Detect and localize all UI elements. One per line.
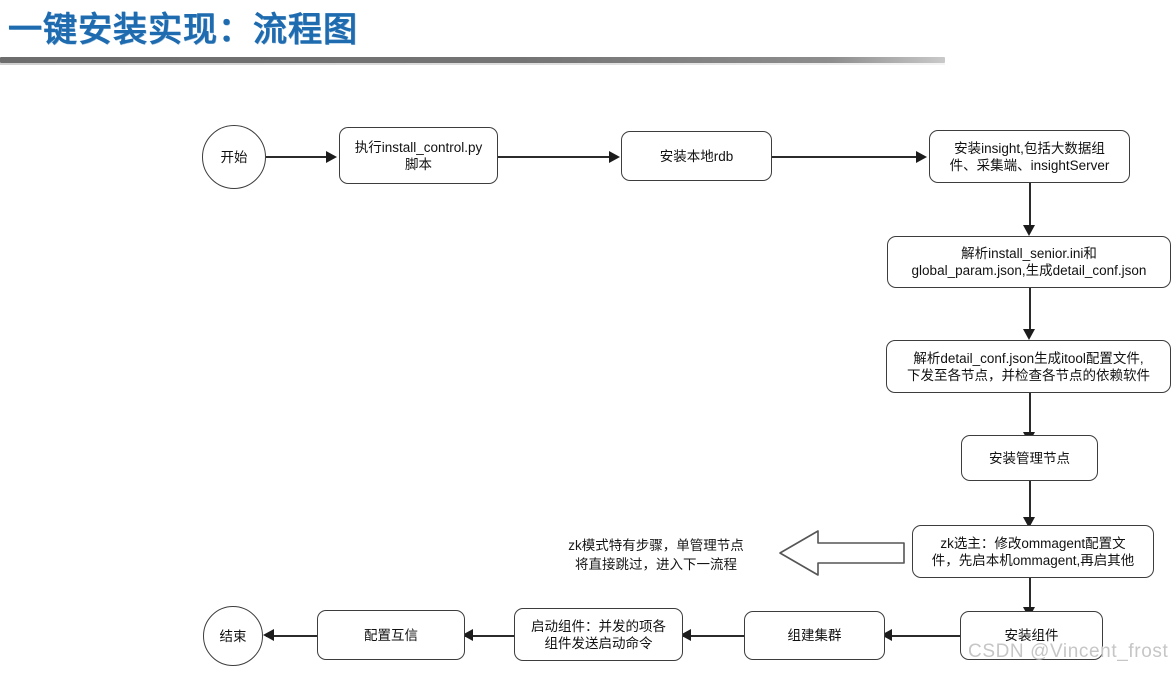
arrowhead-right-icon: [326, 151, 337, 163]
arrowhead-left-icon: [462, 629, 473, 641]
node-parse-conf[interactable]: 解析detail_conf.json生成itool配置文件, 下发至各节点，并检…: [886, 340, 1171, 393]
node-parse-ini[interactable]: 解析install_senior.ini和 global_param.json,…: [887, 236, 1171, 288]
node-build-cluster[interactable]: 组建集群: [744, 611, 885, 660]
watermark-label: CSDN @Vincent_frost: [968, 641, 1169, 662]
edge-start-comp-to-config-trust: [465, 635, 514, 637]
edge-install-rdb-to-install-insight: [772, 156, 918, 158]
node-install-comp[interactable]: 安装组件: [960, 611, 1103, 660]
annotation-block-arrow-left-icon: [778, 528, 906, 578]
title-divider: [0, 57, 945, 65]
node-zk-elect[interactable]: zk选主：修改ommagent配置文 件，先启本机ommagent,再启其他: [912, 525, 1154, 578]
node-config-trust[interactable]: 配置互信: [317, 610, 465, 660]
arrowhead-left-icon: [680, 629, 691, 641]
arrowhead-down-icon: [1023, 225, 1035, 236]
arrowhead-left-icon: [263, 629, 274, 641]
edge-parse-ini-to-parse-conf: [1029, 288, 1031, 331]
arrowhead-down-icon: [1023, 517, 1035, 528]
arrowhead-right-icon: [916, 151, 927, 163]
edge-run-script-to-install-rdb: [498, 156, 611, 158]
node-install-rdb[interactable]: 安装本地rdb: [621, 131, 772, 181]
node-install-mgmt[interactable]: 安装管理节点: [961, 435, 1098, 481]
node-start-comp[interactable]: 启动组件：并发的项各 组件发送启动命令: [514, 608, 683, 661]
edge-install-insight-to-parse-ini: [1029, 183, 1031, 227]
edge-start-to-run-script: [266, 156, 328, 158]
annotation-text: zk模式特有步骤，单管理节点 将直接跳过，进入下一流程: [568, 538, 744, 572]
edge-build-cluster-to-start-comp: [683, 635, 744, 637]
node-run-script[interactable]: 执行install_control.py 脚本: [339, 127, 498, 184]
page-title: 一键安装实现：流程图: [8, 11, 358, 49]
edge-parse-conf-to-install-mgmt: [1029, 393, 1031, 434]
arrowhead-right-icon: [609, 151, 620, 163]
edge-config-trust-to-end: [266, 635, 317, 637]
edge-zk-elect-to-install-comp: [1029, 578, 1031, 610]
arrowhead-down-icon: [1023, 329, 1035, 340]
node-start[interactable]: 开始: [202, 125, 266, 189]
node-install-insight[interactable]: 安装insight,包括大数据组 件、采集端、insightServer: [929, 130, 1130, 183]
edge-install-comp-to-build-cluster: [884, 635, 960, 637]
arrowhead-left-icon: [881, 629, 892, 641]
node-end[interactable]: 结束: [203, 606, 263, 666]
edge-install-mgmt-to-zk-elect: [1029, 481, 1031, 519]
